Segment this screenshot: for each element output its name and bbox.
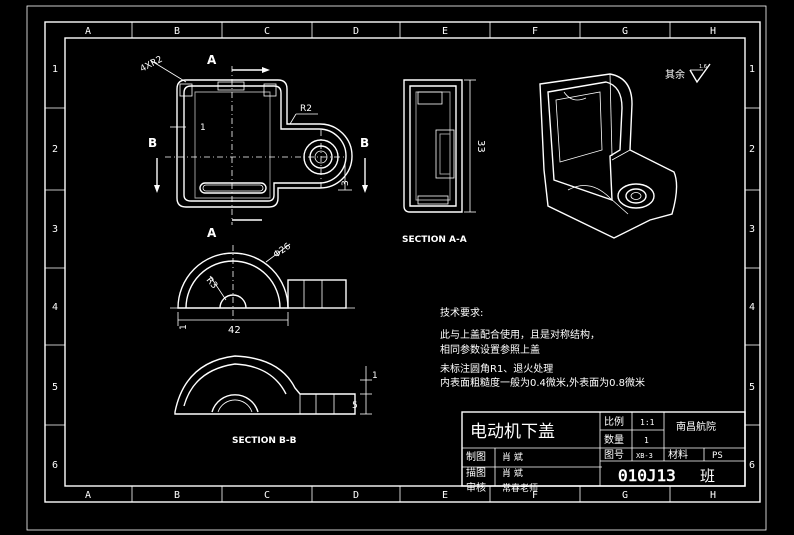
- col-label-bottom: E: [442, 490, 448, 501]
- class-code: 010J13: [618, 466, 676, 485]
- checked-name: 常春老师: [502, 482, 538, 494]
- surface-roughness-label: 其余: [665, 68, 685, 81]
- front-view: [170, 243, 355, 326]
- tech-req-line: 此与上盖配合使用，且是对称结构，: [440, 328, 600, 341]
- dim-height-33: 33: [475, 140, 486, 153]
- checked-label: 审核: [466, 481, 486, 494]
- row-label-right: 6: [749, 460, 755, 471]
- part-name: 电动机下盖: [470, 422, 555, 442]
- title-block-grid: [461, 411, 746, 487]
- dim-width-42: 42: [228, 325, 241, 336]
- col-label-top: E: [442, 26, 448, 37]
- row-label-right: 4: [749, 302, 755, 313]
- row-label-right: 2: [749, 144, 755, 155]
- drawing-no-value: XB-3: [636, 452, 653, 460]
- section-marker-a-bottom: A: [207, 226, 217, 240]
- drawn-name: 肖 斌: [502, 451, 523, 463]
- row-label-left: 5: [52, 382, 58, 393]
- section-marker-b-right: B: [360, 136, 369, 150]
- qty-label: 数量: [604, 433, 624, 446]
- row-label-right: 1: [749, 64, 755, 75]
- scale-label: 比例: [604, 415, 624, 428]
- col-label-bottom: D: [353, 490, 359, 501]
- scale-value: 1:1: [640, 418, 655, 427]
- tech-req-line: 相同参数设置参照上盖: [440, 343, 540, 356]
- col-label-bottom: G: [622, 490, 628, 501]
- drawing-no-label: 图号: [604, 449, 624, 461]
- section-bb-label: SECTION B-B: [232, 436, 297, 446]
- traced-label: 描图: [466, 466, 486, 479]
- dim-r3: R3: [204, 276, 219, 292]
- dim-5: 5: [352, 401, 358, 411]
- section-bb-view: [174, 355, 372, 415]
- outer-frame: [44, 21, 761, 503]
- top-view: [149, 59, 368, 225]
- tech-req-line: 内表面粗糙度一般为0.4微米,外表面为0.8微米: [440, 376, 645, 389]
- col-label-bottom: A: [85, 490, 91, 501]
- dim-right-1: 1: [372, 371, 378, 381]
- col-label-top: G: [622, 26, 628, 37]
- col-label-top: B: [174, 26, 180, 37]
- zone-ticks: [45, 22, 760, 502]
- col-label-bottom: F: [532, 490, 538, 501]
- material-value: PS: [712, 451, 723, 461]
- col-label-top: D: [353, 26, 359, 37]
- tech-req-title: 技术要求:: [440, 306, 483, 319]
- row-label-right: 3: [749, 224, 755, 235]
- school-name: 南昌航院: [676, 420, 716, 433]
- row-label-left: 6: [52, 460, 58, 471]
- row-label-left: 2: [52, 144, 58, 155]
- col-label-bottom: C: [264, 490, 270, 501]
- row-label-right: 5: [749, 382, 755, 393]
- dim-r2: R2: [300, 104, 312, 114]
- col-label-top: F: [532, 26, 538, 37]
- row-label-left: 1: [52, 64, 58, 75]
- dim-corner-radius: 4XR2: [139, 55, 165, 75]
- dim-3: 3: [341, 180, 351, 186]
- col-label-bottom: B: [174, 490, 180, 501]
- col-label-top: A: [85, 26, 91, 37]
- surface-roughness-symbol: [689, 63, 711, 84]
- material-label: 材料: [668, 448, 688, 461]
- col-label-top: H: [710, 26, 716, 37]
- tech-req-line: 未标注圆角R1、退火处理: [440, 362, 553, 375]
- row-label-left: 3: [52, 224, 58, 235]
- col-label-top: C: [264, 26, 270, 37]
- outer-border: [26, 5, 767, 531]
- section-marker-a-top: A: [207, 53, 217, 67]
- inner-frame: [64, 37, 746, 487]
- dim-left-1: 1: [179, 324, 189, 330]
- row-label-left: 4: [52, 302, 58, 313]
- section-aa-label: SECTION A-A: [402, 235, 467, 245]
- drawn-label: 制图: [466, 450, 486, 463]
- dim-thickness-1: 1: [200, 123, 206, 133]
- section-marker-b-left: B: [148, 136, 157, 150]
- col-label-bottom: H: [710, 490, 716, 501]
- isometric-view: [539, 73, 678, 239]
- surface-roughness-value: 1.6: [699, 64, 707, 70]
- class-suffix: 班: [700, 467, 715, 485]
- section-aa-view: [403, 79, 476, 213]
- traced-name: 肖 斌: [502, 467, 523, 479]
- qty-value: 1: [644, 436, 649, 445]
